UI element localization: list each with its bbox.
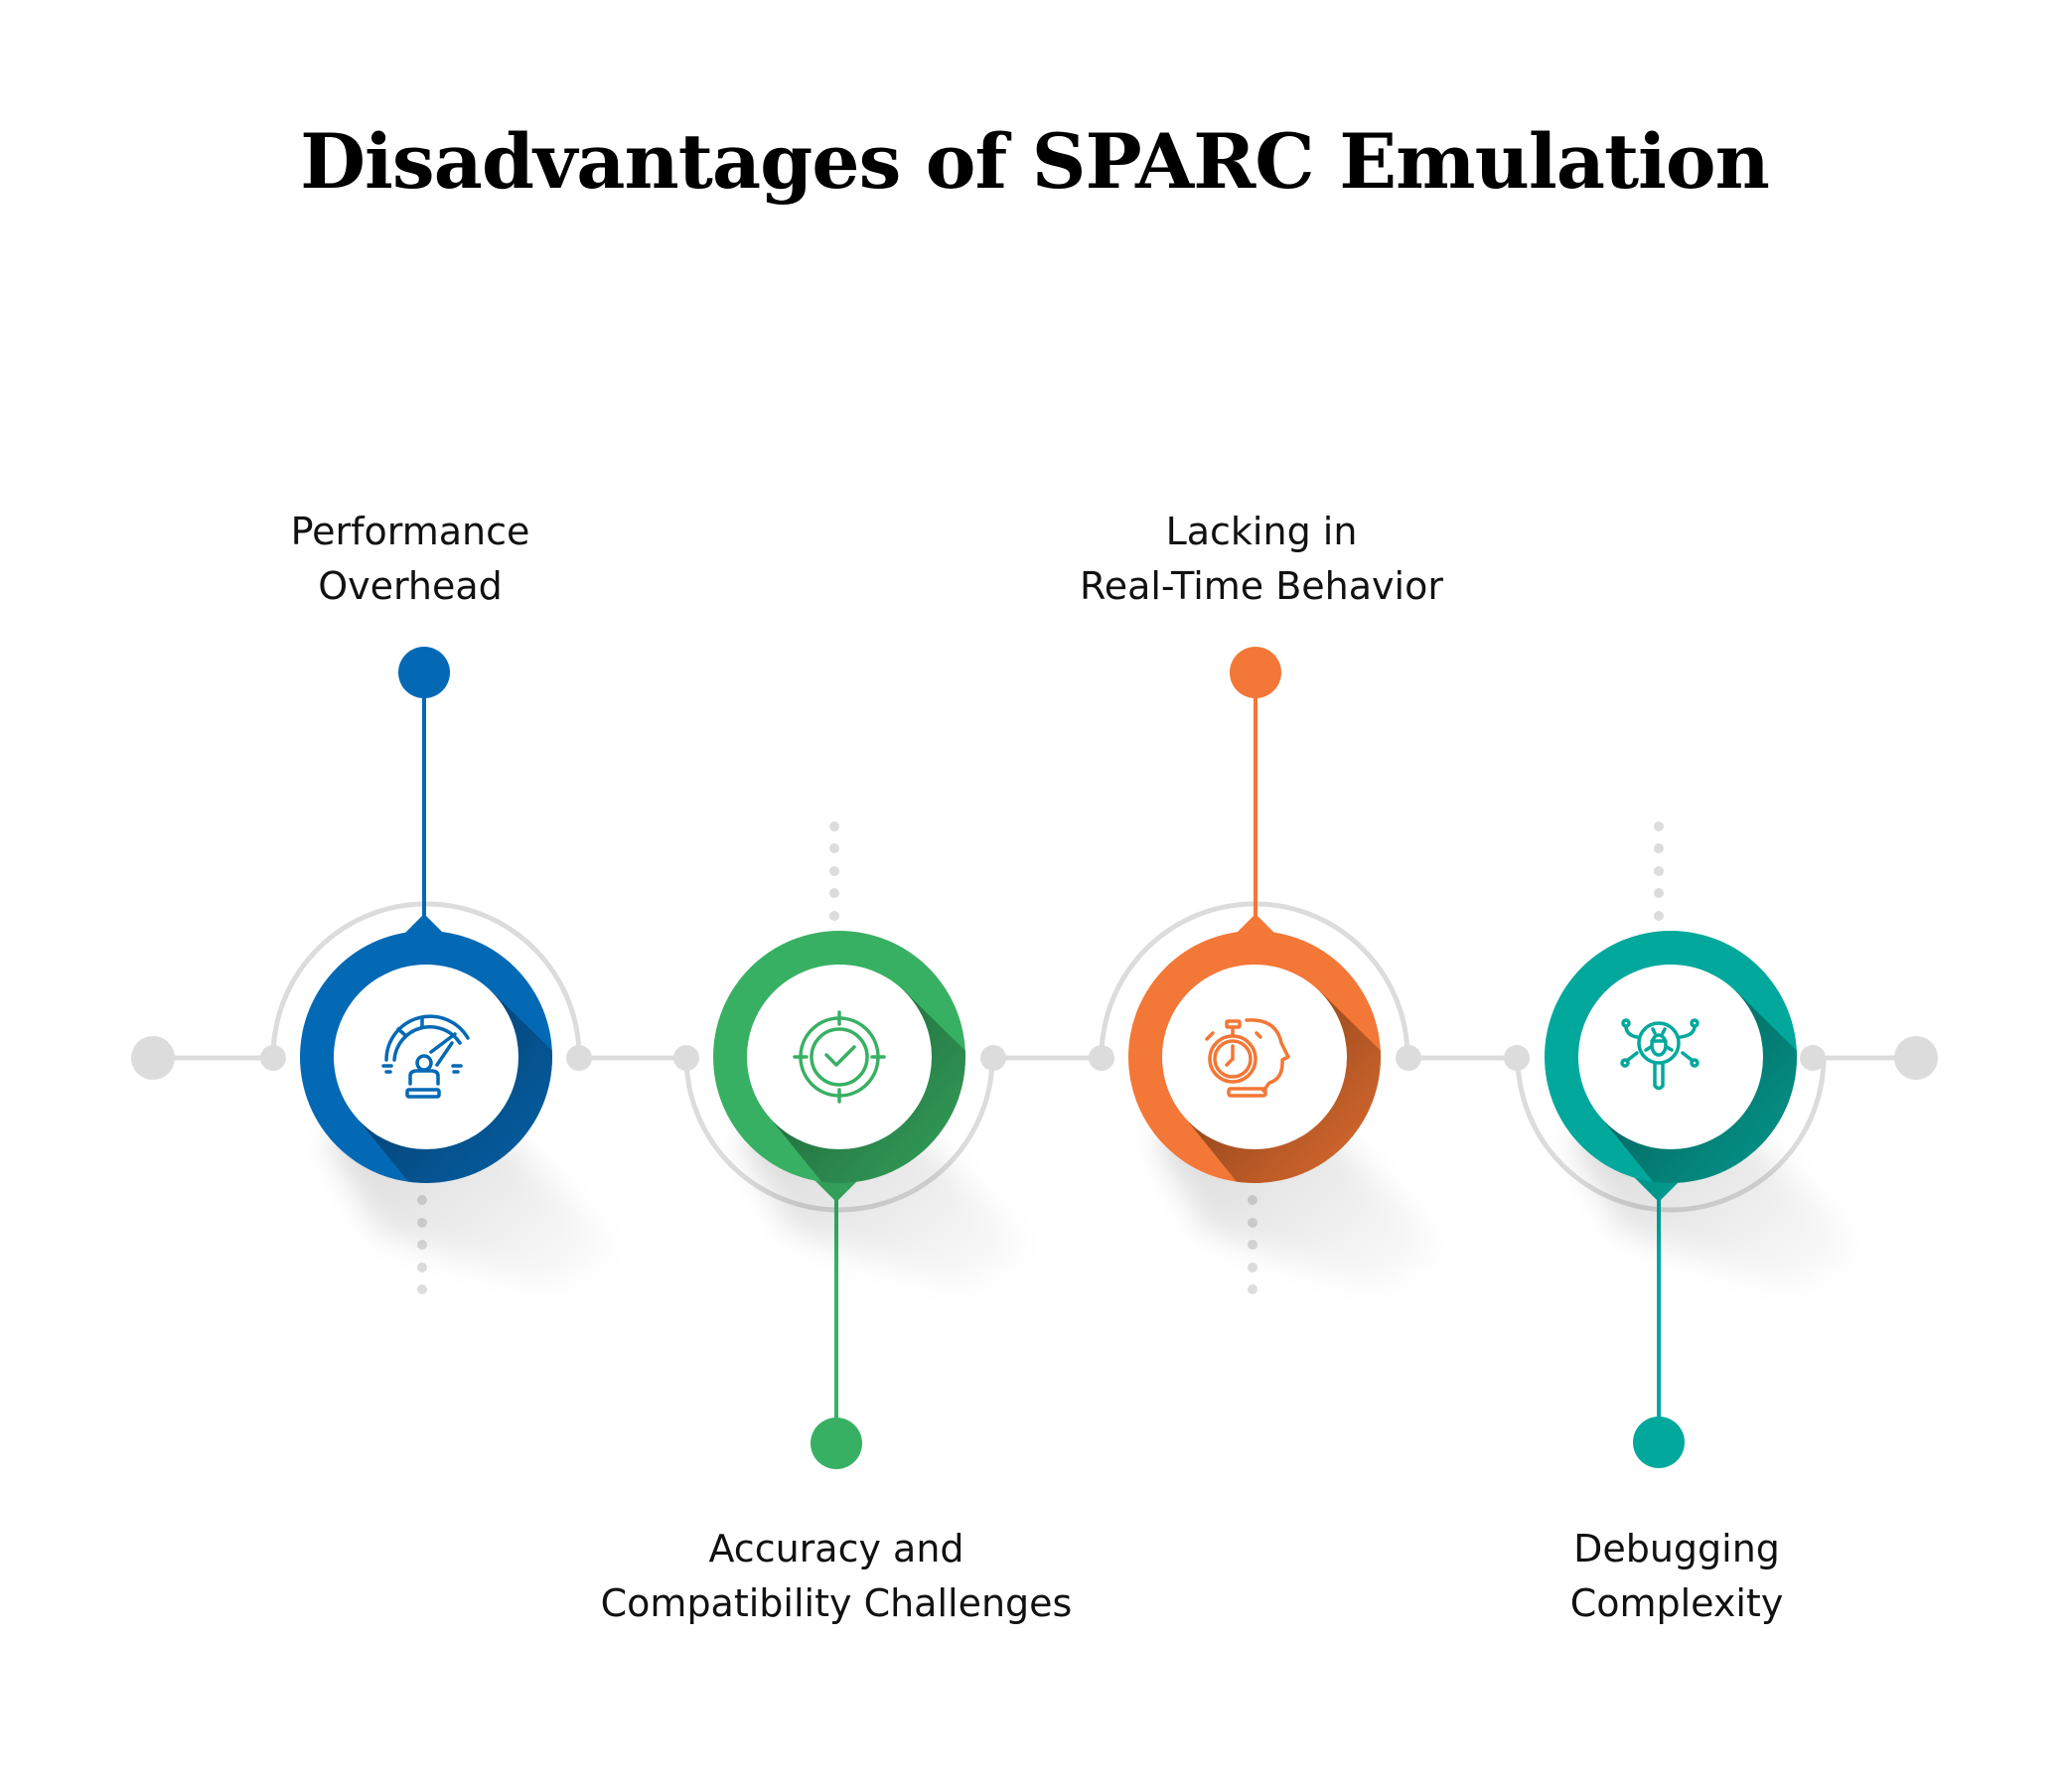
step-2-accuracy-compatibility: [673, 821, 1029, 1469]
label-debugging-complexity: Debugging Complexity: [1329, 1522, 2024, 1631]
top-marker-dot: [1230, 647, 1281, 698]
label-line-2: Compatibility Challenges: [600, 1581, 1073, 1625]
top-marker-dot: [398, 647, 450, 698]
label-line-1: Debugging: [1573, 1527, 1780, 1570]
timeline-start-dot: [131, 1036, 175, 1080]
step-4-debugging-complexity: [1504, 821, 1860, 1468]
dotted-line: [1654, 821, 1664, 921]
speedometer-person-icon: [381, 1014, 470, 1099]
bottom-marker-dot: [811, 1418, 862, 1469]
label-real-time-behavior: Lacking in Real-Time Behavior: [914, 505, 1609, 614]
label-line-2: Real-Time Behavior: [1080, 564, 1443, 608]
bug-magnifier-icon: [1620, 1018, 1700, 1091]
timeline-end-dot: [1894, 1036, 1938, 1080]
page-title: Disadvantages of SPARC Emulation: [300, 117, 1770, 206]
stopwatch-head-icon: [1205, 1018, 1290, 1098]
label-performance-overhead: Performance Overhead: [63, 505, 758, 614]
label-line-2: Overhead: [318, 564, 503, 608]
dotted-line: [829, 821, 839, 921]
label-line-2: Complexity: [1569, 1581, 1784, 1625]
label-line-1: Accuracy and: [708, 1527, 964, 1570]
label-accuracy-compatibility: Accuracy and Compatibility Challenges: [489, 1522, 1184, 1631]
target-check-icon: [793, 1010, 886, 1104]
step-3-real-time-behavior: [1089, 647, 1444, 1294]
bottom-marker-dot: [1633, 1417, 1685, 1468]
step-1-performance-overhead: [260, 647, 616, 1294]
label-line-1: Lacking in: [1165, 510, 1358, 553]
label-line-1: Performance: [290, 510, 530, 553]
